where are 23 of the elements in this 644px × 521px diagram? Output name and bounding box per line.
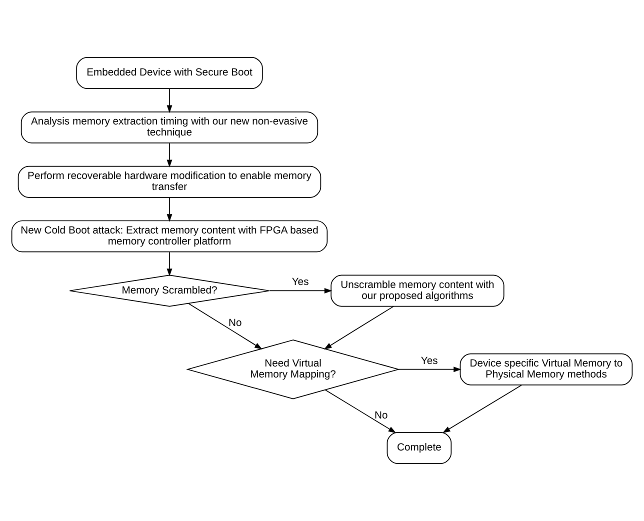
arrow xyxy=(188,303,262,350)
arrow xyxy=(166,142,172,168)
node-box: New Cold Boot attack: Extract memory content with FPGA based memory controller platform xyxy=(11,220,328,252)
node-diamond: Memory Scrambled? xyxy=(69,274,270,307)
node-box: Complete xyxy=(386,432,452,464)
arrow xyxy=(398,366,462,372)
arrow xyxy=(166,88,172,114)
node-diamond: Need Virtual Memory Mapping? xyxy=(186,340,400,400)
node-box: Unscramble memory content with our proposed algorithms xyxy=(330,274,504,307)
arrow xyxy=(269,288,332,294)
node-box: Perform recoverable hardware modification to enable memory transfer xyxy=(18,166,322,198)
arrow xyxy=(324,306,394,350)
arrow xyxy=(166,197,172,222)
edge-label: No xyxy=(374,410,388,422)
node-box: Embedded Device with Secure Boot xyxy=(76,57,263,89)
node-box: Device specific Virtual Memory to Physical Memory methods xyxy=(460,353,633,386)
arrow xyxy=(166,252,172,276)
arrow xyxy=(442,384,522,434)
edge-label: No xyxy=(228,318,242,329)
node-box: Analysis memory extraction timing with our new non-evasive technique xyxy=(20,111,318,144)
edge-label: Yes xyxy=(292,277,309,288)
arrow xyxy=(324,389,396,434)
edge-label: Yes xyxy=(420,356,438,367)
